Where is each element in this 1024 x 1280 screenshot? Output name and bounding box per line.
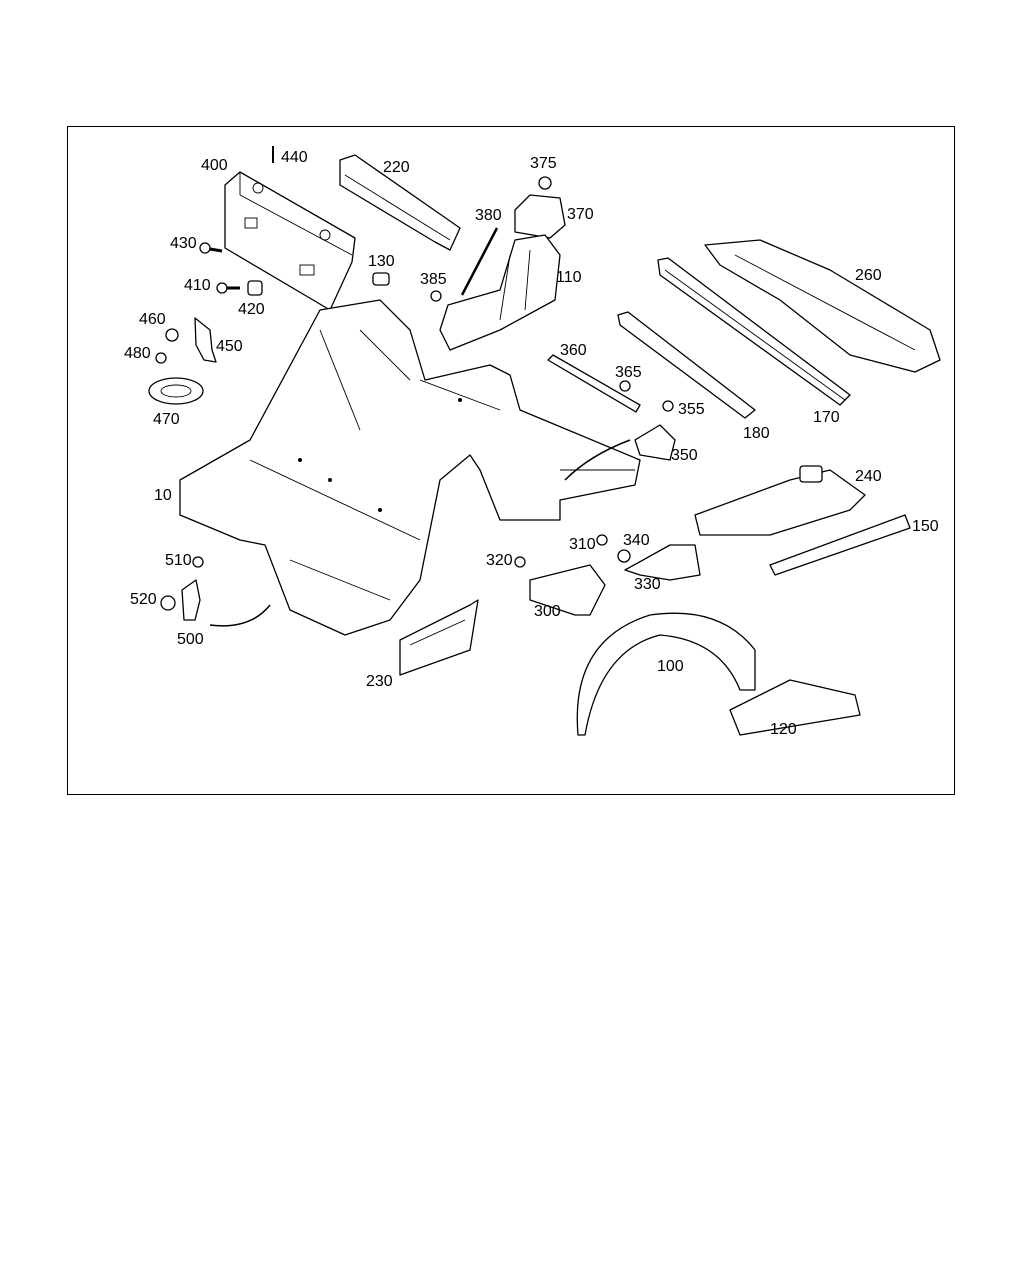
callout-450: 450 bbox=[216, 338, 243, 355]
part-260-crossmember bbox=[704, 239, 941, 373]
part-460-bolt bbox=[165, 328, 179, 342]
part-100-wheel-arch-liner bbox=[576, 612, 756, 736]
callout-260: 260 bbox=[855, 267, 882, 284]
callout-380: 380 bbox=[475, 207, 502, 224]
callout-310: 310 bbox=[569, 536, 596, 553]
callout-480: 480 bbox=[124, 345, 151, 362]
callout-470: 470 bbox=[153, 411, 180, 428]
callout-440: 440 bbox=[281, 149, 308, 166]
part-430-bolt bbox=[199, 242, 223, 254]
callout-350: 350 bbox=[671, 447, 698, 464]
part-220-rear-rail bbox=[339, 154, 461, 251]
part-170-crossmember bbox=[657, 257, 851, 406]
part-480-clip bbox=[155, 352, 167, 364]
part-510-bolt bbox=[192, 556, 204, 568]
part-360-strut bbox=[547, 354, 641, 413]
part-310-bolt bbox=[596, 534, 608, 546]
callout-220: 220 bbox=[383, 159, 410, 176]
callout-180: 180 bbox=[743, 425, 770, 442]
part-240-floor-panel bbox=[694, 465, 866, 536]
callout-240: 240 bbox=[855, 468, 882, 485]
part-500-bracket bbox=[181, 579, 201, 621]
part-400-rear-panel bbox=[224, 171, 356, 311]
part-380-rod bbox=[460, 227, 499, 296]
callout-150: 150 bbox=[912, 518, 939, 535]
diagram-frame bbox=[67, 126, 955, 795]
callout-120: 120 bbox=[770, 721, 797, 738]
part-410-bolt bbox=[216, 282, 240, 294]
callout-400: 400 bbox=[201, 157, 228, 174]
part-130-cap bbox=[372, 272, 390, 286]
callout-230: 230 bbox=[366, 673, 393, 690]
part-330-bracket bbox=[624, 544, 701, 581]
callout-340: 340 bbox=[623, 532, 650, 549]
part-355-bolt bbox=[662, 400, 674, 412]
part-230-panel bbox=[399, 599, 479, 676]
part-320-bolt bbox=[514, 556, 526, 568]
part-300-bracket bbox=[529, 564, 606, 616]
callout-520: 520 bbox=[130, 591, 157, 608]
part-110-side-member bbox=[439, 234, 561, 351]
callout-385: 385 bbox=[420, 271, 447, 288]
part-180-crossmember bbox=[617, 311, 756, 419]
callout-430: 430 bbox=[170, 235, 197, 252]
callout-355: 355 bbox=[678, 401, 705, 418]
callout-130: 130 bbox=[368, 253, 395, 270]
part-120-panel bbox=[729, 679, 861, 736]
callout-360: 360 bbox=[560, 342, 587, 359]
callout-365: 365 bbox=[615, 364, 642, 381]
callout-330: 330 bbox=[634, 576, 661, 593]
callout-370: 370 bbox=[567, 206, 594, 223]
callout-170: 170 bbox=[813, 409, 840, 426]
part-470-plug bbox=[148, 377, 204, 405]
part-150-sill bbox=[769, 514, 911, 576]
part-365-bolt bbox=[619, 380, 631, 392]
callout-510: 510 bbox=[165, 552, 192, 569]
part-385-bolt bbox=[430, 290, 442, 302]
callout-460: 460 bbox=[139, 311, 166, 328]
callout-110: 110 bbox=[556, 269, 582, 286]
part-350-bracket bbox=[634, 424, 676, 461]
callout-300: 300 bbox=[534, 603, 561, 620]
callout-410: 410 bbox=[184, 277, 211, 294]
part-370-bracket bbox=[514, 176, 566, 239]
callout-320: 320 bbox=[486, 552, 513, 569]
part-450-bracket bbox=[194, 317, 217, 363]
part-10-floor-assembly bbox=[179, 299, 641, 636]
callout-10: 10 bbox=[154, 487, 172, 504]
callout-375: 375 bbox=[530, 155, 557, 172]
callout-100: 100 bbox=[657, 658, 684, 675]
part-420-nut bbox=[247, 280, 263, 296]
callout-420: 420 bbox=[238, 301, 265, 318]
callout-500: 500 bbox=[177, 631, 204, 648]
part-340-nut bbox=[617, 549, 631, 563]
part-520-nut bbox=[160, 595, 176, 611]
